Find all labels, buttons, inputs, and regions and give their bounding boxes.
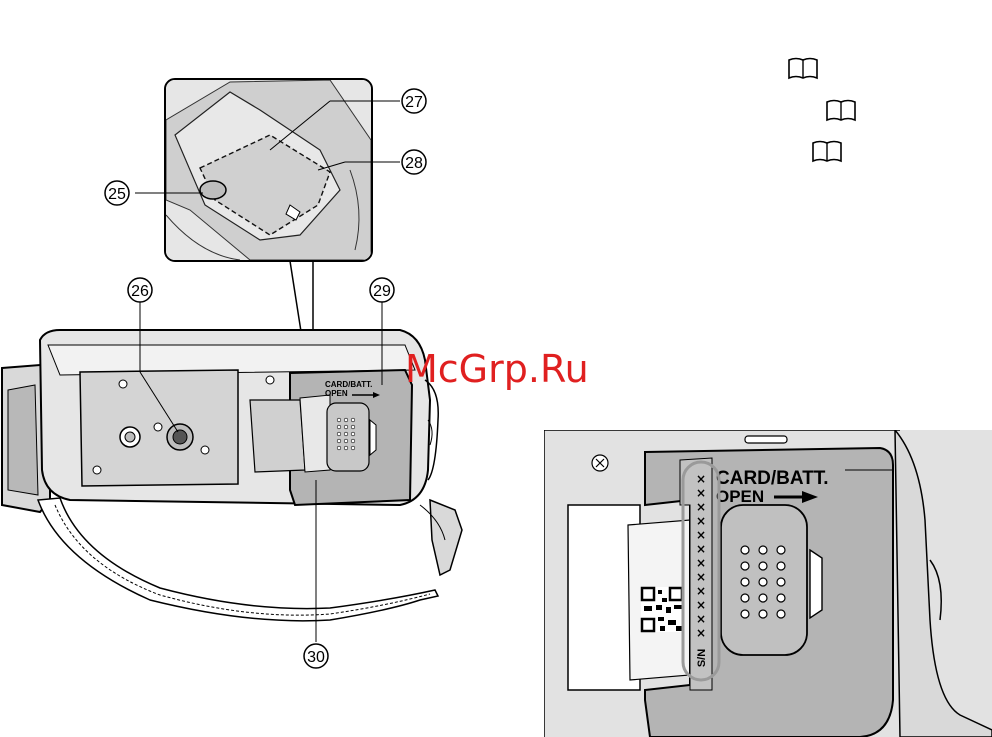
door-label-open-main: OPEN [325, 389, 348, 398]
inset-detail [135, 79, 400, 370]
svg-text:×: × [696, 472, 706, 486]
svg-text:28: 28 [405, 155, 423, 172]
screw-icon [592, 455, 608, 471]
book-icon [789, 59, 817, 79]
camera-bottom-view: CARD/BATT. OPEN [2, 302, 462, 642]
callout-29: 29 [370, 278, 394, 302]
door-label-open-detail: OPEN [716, 487, 764, 506]
svg-text:25: 25 [108, 186, 126, 203]
callout-26: 26 [128, 278, 152, 302]
svg-text:×: × [696, 486, 706, 500]
svg-text:29: 29 [373, 283, 391, 300]
svg-text:×: × [696, 626, 706, 640]
svg-text:×: × [696, 612, 706, 626]
svg-text:×: × [696, 556, 706, 570]
svg-text:×: × [696, 598, 706, 612]
callout-27: 27 [402, 89, 426, 113]
svg-text:×: × [696, 584, 706, 598]
svg-text:30: 30 [307, 649, 325, 666]
qr-code [641, 587, 683, 632]
svg-text:27: 27 [405, 94, 423, 111]
svg-text:26: 26 [131, 283, 149, 300]
serial-number-detail: CARD/BATT. OPEN × × × × × × × × × × × × … [544, 430, 992, 737]
serial-label: S/N [696, 649, 708, 667]
svg-text:×: × [696, 514, 706, 528]
serial-number-marks: × × × × × × × × × × × × [696, 472, 706, 640]
book-icon [827, 101, 855, 121]
book-icon [813, 142, 841, 162]
door-label-detail: CARD/BATT. [716, 468, 829, 489]
svg-text:×: × [696, 528, 706, 542]
svg-text:×: × [696, 542, 706, 556]
svg-text:×: × [696, 500, 706, 514]
callout-25: 25 [105, 181, 129, 205]
door-label-main: CARD/BATT. [325, 380, 372, 389]
callout-28: 28 [402, 150, 426, 174]
svg-text:×: × [696, 570, 706, 584]
watermark-text: McGrp.Ru [405, 347, 589, 391]
callout-30: 30 [304, 644, 328, 668]
